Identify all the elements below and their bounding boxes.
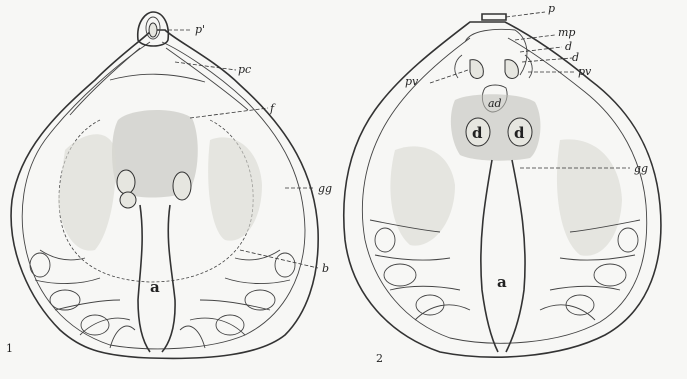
fig1-label-gg: gg [318,182,332,195]
fig1-organ-left [117,170,135,194]
fig2-label-a: a [497,273,507,291]
fig2-label-d1: d [565,40,572,53]
fig1-label-pc: pc [238,63,251,76]
fig2-label-gg: gg [634,162,648,175]
figure-1 [11,12,318,358]
fig1-label-f: f [269,102,276,115]
fig2-lobe-left [470,60,483,79]
fig2-number: 2 [376,352,383,365]
fig1-number: 1 [6,342,13,355]
fig2-vessel-a [481,160,525,352]
fig2-label-mp: mp [558,26,575,39]
fig2-label-d2: d [572,51,579,64]
fig1-organ-right [173,172,191,200]
fig1-label-b: b [322,262,329,275]
fig2-top-cap [482,14,506,20]
fig2-label-d-left: d [472,124,483,142]
fig2-label-p: p [548,2,555,15]
fig2-label-ad: ad [488,97,502,110]
fig1-radial-canals [30,250,295,348]
figure-2 [344,12,661,357]
fig1-label-p-prime: p' [195,23,205,36]
fig2-lobe-right [505,60,518,79]
fig2-label-pv-left: pv [405,75,419,88]
fig1-label-a: a [150,278,160,296]
fig2-label-pv-right: pv [578,65,592,78]
fig2-label-d-right: d [514,124,525,142]
